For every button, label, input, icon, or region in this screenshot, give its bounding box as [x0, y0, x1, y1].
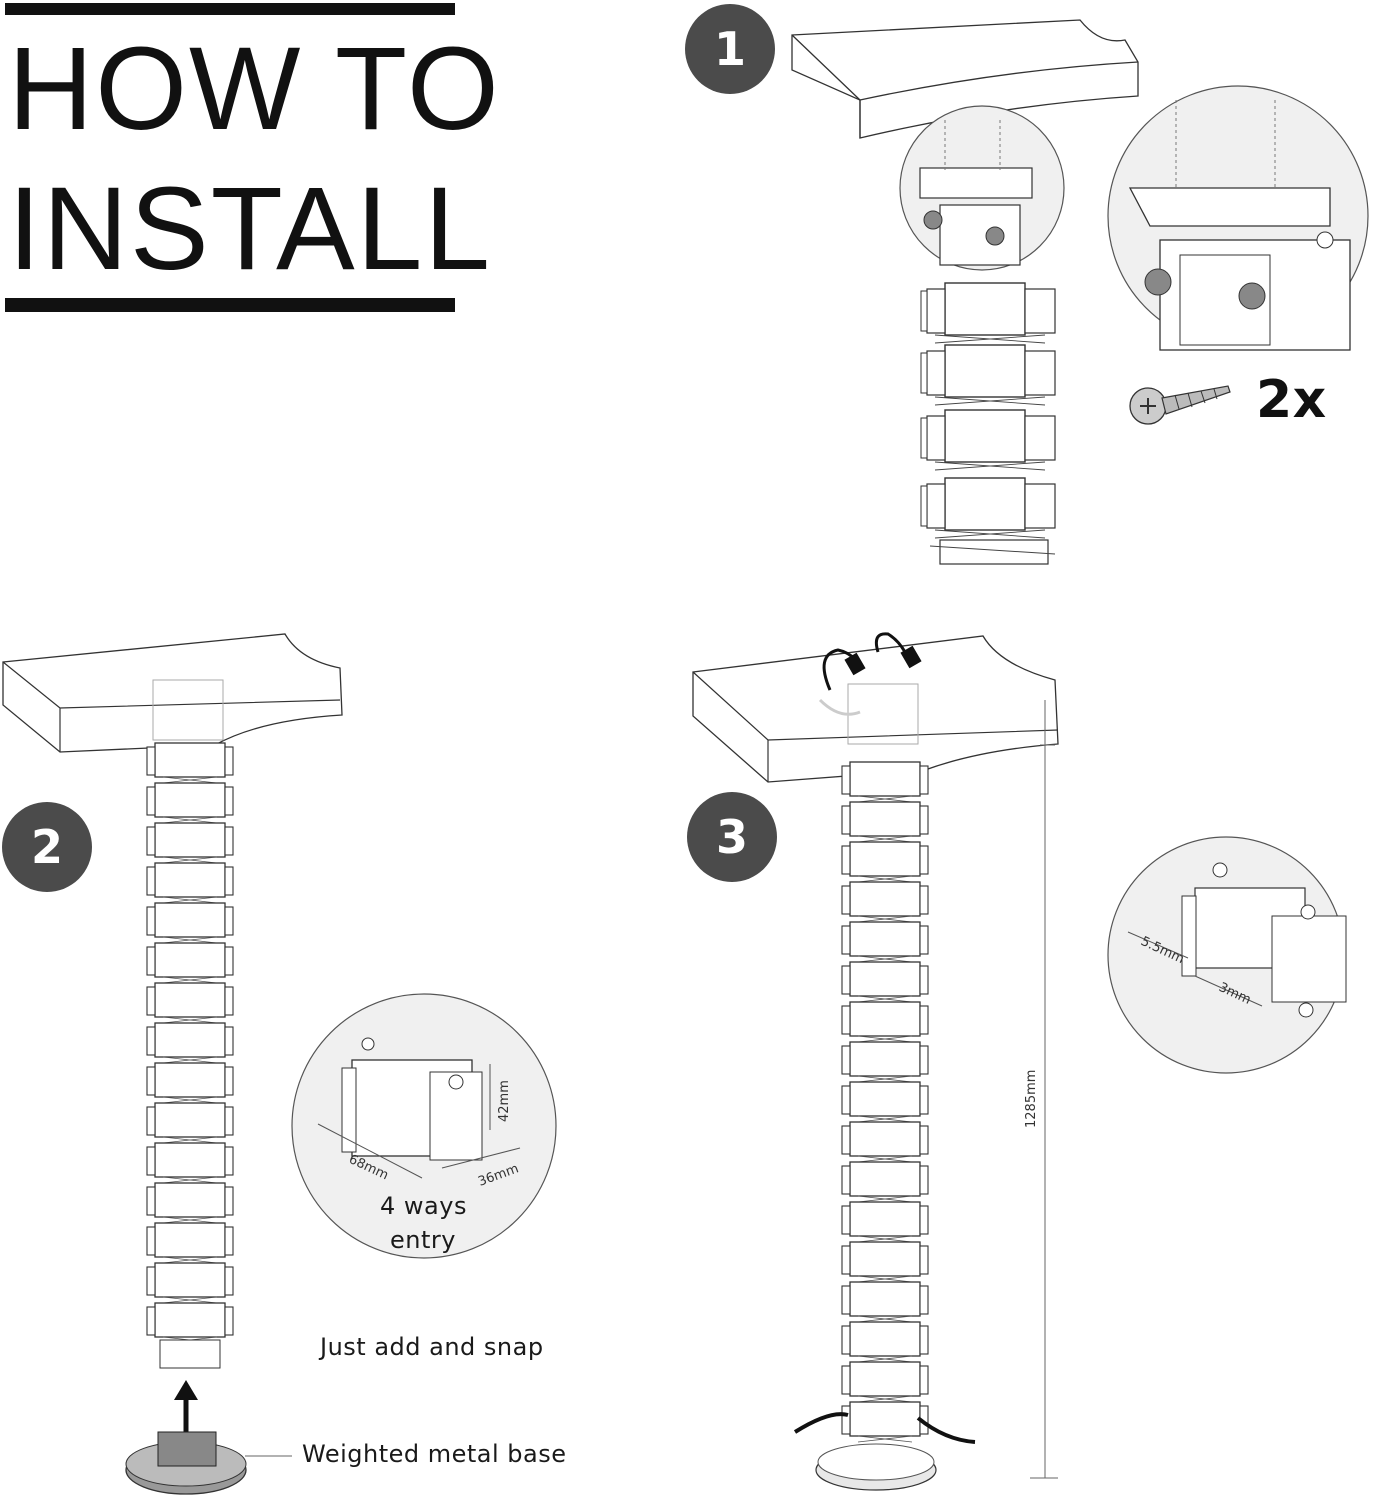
arrow-up-icon	[174, 1380, 198, 1440]
step-2-badge: 2	[2, 802, 92, 892]
entry-label-line-1: 4 ways	[380, 1192, 467, 1220]
title-bottom-rule	[5, 298, 455, 312]
step-1-badge: 1	[685, 4, 775, 94]
snap-label: Just add and snap	[320, 1333, 544, 1361]
step-1-detail-large	[1107, 85, 1369, 351]
step-1-tray	[920, 282, 1056, 565]
step-3-detail: 5.5mm 3mm	[1107, 836, 1347, 1074]
entry-label-line-2: entry	[390, 1226, 456, 1254]
title-line-1: HOW TO	[8, 23, 501, 155]
step-2-tray	[146, 742, 234, 1369]
screw-count: 2x	[1256, 370, 1327, 430]
step-3-badge: 3	[687, 792, 777, 882]
screw-icon	[1129, 385, 1231, 425]
step-3-desk	[692, 635, 1059, 783]
step-3-length-dimension: 1285mm	[1024, 700, 1058, 1479]
dim-height: 42mm	[497, 1080, 512, 1122]
step-2-desk	[2, 633, 343, 753]
cable-icon	[818, 632, 922, 716]
step-2-base	[125, 1431, 292, 1495]
title-line-2: INSTALL	[8, 163, 492, 295]
base-label: Weighted metal base	[302, 1440, 567, 1468]
step-2-detail: 68mm 36mm 42mm	[291, 993, 557, 1259]
step-3-tray	[793, 761, 976, 1491]
dim-total-length: 1285mm	[1024, 1070, 1039, 1128]
step-1-detail-small	[899, 105, 1065, 271]
step-1-desk	[791, 19, 1139, 139]
title-top-rule	[5, 3, 455, 15]
